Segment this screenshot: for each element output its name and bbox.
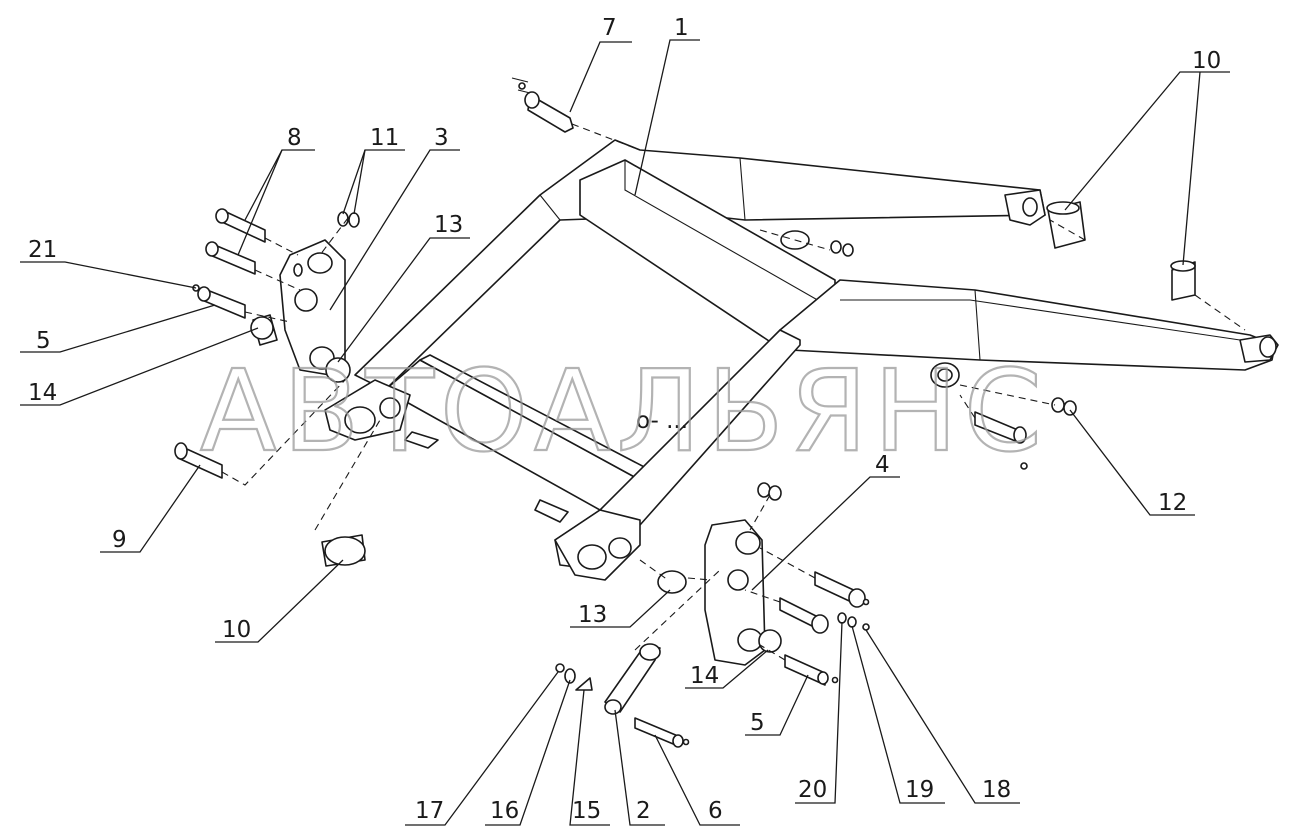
watermark-text: АВТОАЛЬЯНС [200,347,1048,477]
callout-1: 1 [674,15,689,41]
center-mark: o- ... [636,408,688,434]
callout-15: 15 [572,798,601,824]
main-frame: o- ... [324,139,1279,581]
callout-14-left: 14 [28,380,57,406]
pins-and-bushings [174,77,1196,748]
callout-11: 11 [370,125,399,151]
callout-13-right: 13 [578,602,607,628]
callout-10-bottom: 10 [222,617,251,643]
callout-5-right: 5 [750,710,765,736]
callout-6: 6 [708,798,723,824]
callout-21: 21 [28,237,57,263]
callout-13-left: 13 [434,212,463,238]
left-mount-plate [279,239,346,376]
callout-16: 16 [490,798,519,824]
callout-19: 19 [905,777,934,803]
callout-20: 20 [798,777,827,803]
callout-17: 17 [415,798,444,824]
assembly-lines [221,123,1246,661]
callout-12: 12 [1158,490,1187,516]
callout-2: 2 [636,798,651,824]
right-mount-plate [704,519,766,666]
callout-4: 4 [875,452,890,478]
callout-10-top: 10 [1192,48,1221,74]
callout-14-right: 14 [690,663,719,689]
callout-8: 8 [287,125,302,151]
callout-labels: 7 1 10 8 11 3 13 21 5 14 9 10 12 4 13 14… [28,15,1221,824]
callout-leaders [20,39,1230,826]
callout-5-left: 5 [36,328,51,354]
callout-18: 18 [982,777,1011,803]
callout-7: 7 [602,15,617,41]
callout-9: 9 [112,527,127,553]
callout-3: 3 [434,125,449,151]
